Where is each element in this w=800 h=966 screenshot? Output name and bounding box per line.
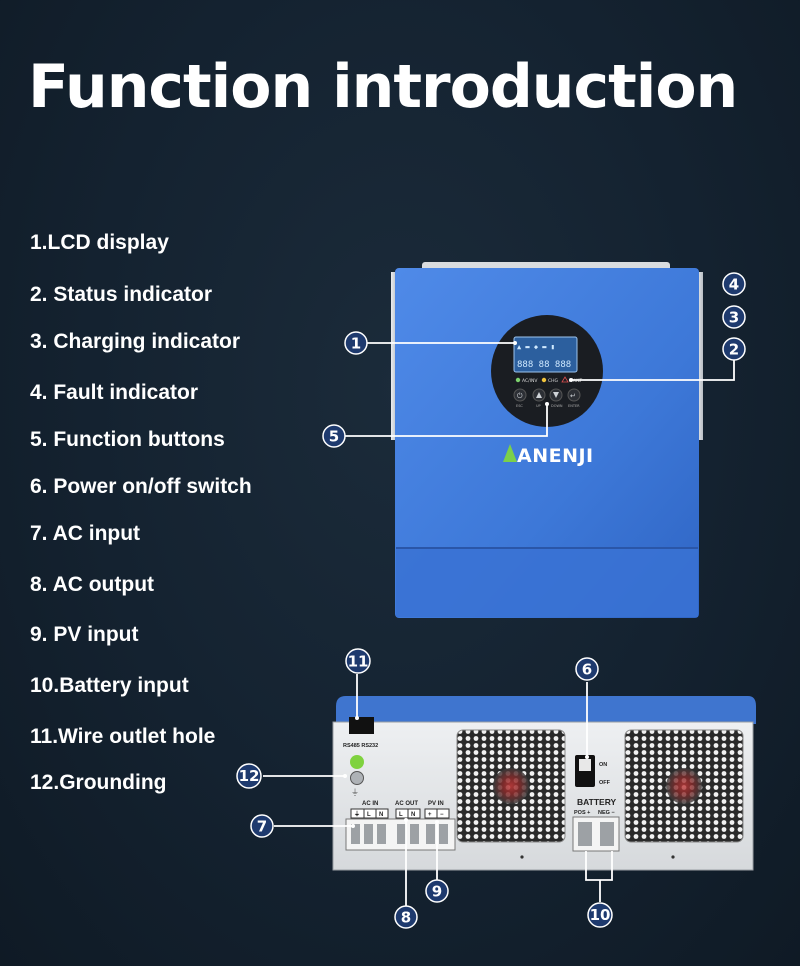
button-label-enter: ENTER [568,404,580,408]
brand-logo-mark [503,444,517,462]
charging-led [541,377,547,383]
callout-11: 11 [345,648,371,674]
indicator-label-chg: CHG [548,378,559,384]
callout-7: 7 [250,814,274,838]
button-label-down: DOWN [551,404,563,408]
fan-left [493,768,529,804]
ac-in-n-tag: N [379,812,383,818]
status-indicators: AC/INV CHG FAULT [515,376,582,384]
button-label-up: UP [536,404,541,408]
pv-pos-tag: + [428,812,432,818]
ground-screw [350,771,364,785]
switch-on-label: ON [599,762,607,768]
ac-in-l-tag: L [367,812,371,818]
power-icon: ⏻ [517,392,523,400]
front-lower-panel [396,549,698,617]
feature-item-fault-indicator: 4. Fault indicator [30,381,199,404]
callout-8: 8 [394,905,418,929]
svg-text:3: 3 [729,309,739,327]
button-label-esc: ESC [516,404,523,408]
callout-12: 12 [236,763,262,789]
ac-in-ground-tag: ⏚ [354,811,360,818]
power-switch-rocker[interactable] [579,759,591,771]
down-arrow-icon [553,392,559,398]
ac-out-n-tag: N [411,812,415,818]
callout-2: 2 [722,337,746,361]
svg-text:12: 12 [239,767,260,785]
callout-10: 10 [587,902,613,928]
feature-item-ac-input: 7. AC input [30,522,141,545]
svg-text:2: 2 [729,341,739,359]
fan-right [666,768,702,804]
svg-text:4: 4 [729,276,739,294]
feature-item-ac-output: 8. AC output [30,573,155,596]
svg-text:8: 8 [401,909,411,927]
svg-text:11: 11 [348,653,369,671]
feature-item-status-indicator: 2. Status indicator [30,283,213,306]
svg-text:7: 7 [257,818,267,836]
pv-in-label: PV IN [428,801,444,807]
front-body [395,268,699,618]
callout-1: 1 [344,331,368,355]
function-buttons[interactable]: ⏻ ↵ ESC UP DOWN ENTER [513,388,581,408]
ac-out-l-tag: L [399,812,403,818]
feature-item-pv-input: 9. PV input [30,623,139,646]
battery-neg-label: NEG − [598,810,615,816]
lcd-screen [513,336,578,373]
enter-button[interactable] [567,388,581,402]
comm-port [349,717,374,734]
esc-button[interactable] [513,388,527,402]
indicator-label-ac: AC/INV [522,378,538,384]
side-panel-left [391,272,397,440]
battery-pos-label: POS + [574,810,590,816]
side-panel-right [697,272,703,440]
pv-neg-tag: − [440,812,444,818]
callout-3: 3 [722,305,746,329]
battery-label: BATTERY [577,797,617,807]
rear-unit: RS485 RS232 ⏚ AC IN AC OUT PV IN ⏚ L N L… [332,696,756,871]
enter-icon: ↵ [570,392,576,400]
feature-item-battery-input: 10.Battery input [30,674,189,697]
front-unit: ▲ ▬ ◆ ▬ ▮ 888 88 888 AC/INV CHG FAULT ⏻ … [391,262,703,618]
up-arrow-icon [536,392,542,398]
feature-item-power-switch: 6. Power on/off switch [30,475,252,498]
svg-text:9: 9 [432,883,442,901]
feature-item-grounding: 12.Grounding [30,771,167,794]
svg-text:5: 5 [329,428,339,446]
indicator-label-fault: FAULT [569,378,582,384]
battery-pos-terminal [578,822,592,846]
svg-text:10: 10 [590,906,611,924]
svg-text:1: 1 [351,335,361,353]
page-title: Function introduction [28,52,738,122]
comm-port-label: RS485 RS232 [343,743,378,749]
battery-neg-terminal [600,822,614,846]
feature-item-charging-indicator: 3. Charging indicator [30,330,241,353]
lcd-digits: 888 88 888 [517,360,571,370]
svg-text:6: 6 [582,661,592,679]
feature-item-lcd-display: 1.LCD display [30,231,169,254]
brand-logo: ANENJI [503,444,594,467]
brand-name: ANENJI [517,445,594,467]
callout-5: 5 [322,424,346,448]
callout-9: 9 [425,879,449,903]
ground-sticker [350,755,364,769]
feature-item-wire-outlet-hole: 11.Wire outlet hole [30,725,216,748]
callout-markers: 1 4 3 2 5 11 6 12 7 9 8 10 [236,272,746,929]
callout-lines [263,342,735,906]
status-led [515,377,521,383]
feature-item-function-buttons: 5. Function buttons [30,428,225,451]
ground-icon: ⏚ [351,788,359,797]
fault-led-icon [561,376,569,383]
callout-6: 6 [575,657,599,681]
rear-top-cover [336,696,756,724]
ac-in-label: AC IN [362,801,378,807]
lcd-icons: ▲ ▬ ◆ ▬ ▮ [517,343,555,351]
ac-out-label: AC OUT [395,801,418,807]
callout-4: 4 [722,272,746,296]
switch-off-label: OFF [599,780,611,786]
